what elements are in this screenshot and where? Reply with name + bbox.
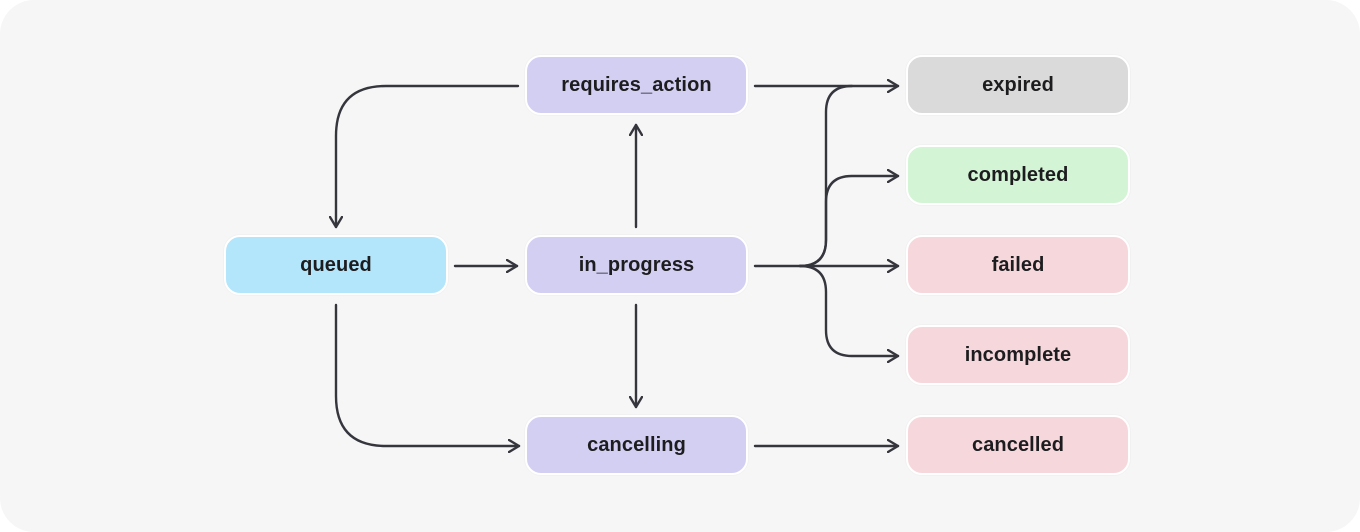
- state-label-completed: completed: [967, 163, 1069, 186]
- state-node-failed: failed: [906, 235, 1130, 295]
- state-node-expired: expired: [906, 55, 1130, 115]
- edge-queued-to-cancelling: [334, 303, 521, 446]
- state-label-in-progress: in_progress: [578, 253, 695, 276]
- edge-in-progress-to-incomplete: [798, 264, 900, 356]
- state-label-failed: failed: [991, 253, 1045, 276]
- state-node-requires-action: requires_action: [525, 55, 748, 115]
- state-node-incomplete: incomplete: [906, 325, 1130, 385]
- state-label-cancelling: cancelling: [587, 433, 686, 456]
- state-node-queued: queued: [224, 235, 448, 295]
- state-label-expired: expired: [982, 73, 1054, 96]
- state-node-cancelled: cancelled: [906, 415, 1130, 475]
- state-label-incomplete: incomplete: [964, 343, 1072, 366]
- edge-in-progress-to-completed: [798, 176, 900, 268]
- state-label-requires-action: requires_action: [561, 73, 712, 96]
- state-label-queued: queued: [300, 253, 372, 276]
- edge-requires-action-to-queued: [336, 84, 520, 229]
- state-label-cancelled: cancelled: [971, 433, 1065, 456]
- state-node-completed: completed: [906, 145, 1130, 205]
- state-node-cancelling: cancelling: [525, 415, 748, 475]
- state-node-in-progress: in_progress: [525, 235, 748, 295]
